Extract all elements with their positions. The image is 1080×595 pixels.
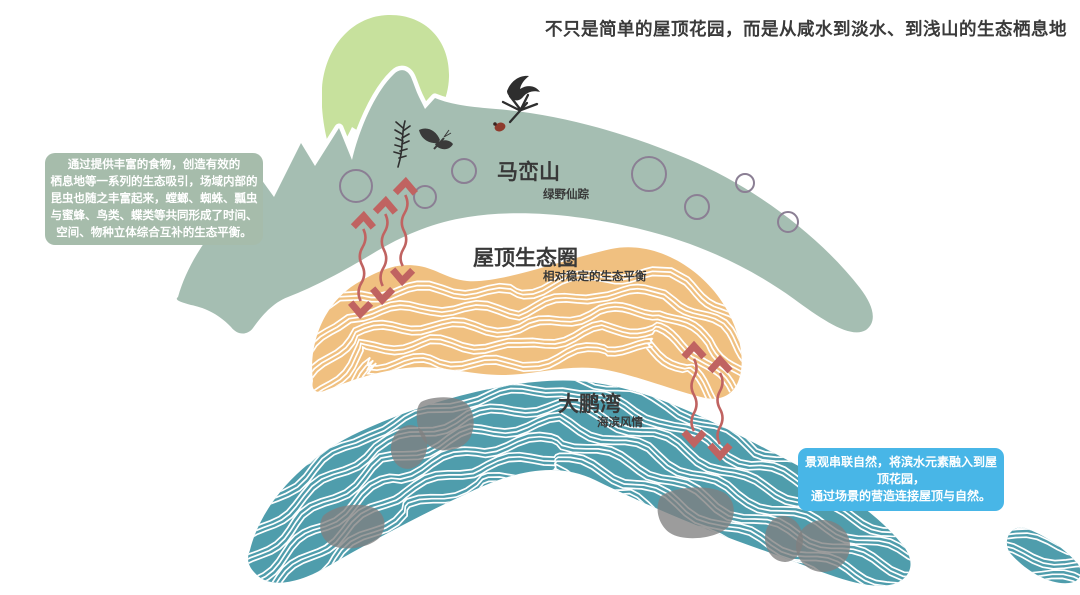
wave-line: [312, 305, 742, 385]
bubble: [339, 169, 373, 203]
exchange-arrows: [348, 176, 733, 462]
fauna-icons: [393, 75, 540, 168]
wave-line: [267, 455, 1078, 586]
arrow-rooftop-bay: [707, 354, 733, 462]
wave-line: [335, 345, 714, 399]
rock: [320, 504, 385, 549]
wave-line: [312, 292, 742, 380]
bubble: [684, 194, 710, 220]
plant-branch-icon: [393, 120, 411, 168]
rock: [657, 487, 734, 539]
wave-line: [312, 301, 742, 382]
wave-line: [270, 460, 1077, 586]
label-maluan-mountain: 马峦山: [497, 161, 560, 184]
rock: [390, 425, 428, 469]
wave-line: [273, 467, 1076, 586]
wave-line: [312, 287, 742, 377]
bird-icon: [507, 75, 540, 101]
rocks: [320, 397, 850, 572]
arrow-rooftop-bay: [681, 340, 707, 449]
wave-line: [312, 266, 742, 359]
tagline-maluan-mountain: 绿野仙踪: [543, 189, 589, 201]
dragonfly-icon: [501, 93, 539, 124]
tagline-rooftop-ecocircle: 相对稳定的生态平衡: [543, 271, 647, 283]
wave-line: [317, 328, 731, 399]
butterfly-icon: [419, 128, 453, 150]
page-title: 不只是简单的屋顶花园，而是从咸水到淡水、到浅山的生态栖息地: [545, 19, 1067, 39]
wave-line: [312, 310, 742, 388]
rock: [764, 516, 804, 562]
wave-line: [312, 270, 742, 362]
rock: [416, 397, 474, 451]
arrow-mountain-rooftop: [389, 176, 418, 287]
arrow-mountain-rooftop: [348, 210, 376, 320]
rock: [796, 520, 850, 572]
mountain-bubbles: [339, 156, 799, 233]
ladybug-icon: [493, 122, 506, 132]
wave-line: [312, 274, 742, 365]
habitat-note: 通过提供丰富的食物，创造有效的 栖息地等一系列的生态吸引，场域内部的 昆虫也随之…: [45, 153, 263, 245]
bubble: [631, 156, 667, 192]
waterfront-note: 景观串联自然，将滨水元素融入到屋 顶花园， 通过场景的营造连接屋顶与自然。: [798, 448, 1004, 511]
label-dapeng-bay: 大鹏湾: [558, 393, 621, 416]
arrow-mountain-rooftop: [369, 195, 398, 306]
wave-line: [270, 463, 1076, 586]
bubble: [777, 211, 799, 233]
bubble: [735, 173, 755, 193]
label-rooftop-ecocircle: 屋顶生态圈: [473, 247, 578, 270]
bubble: [451, 158, 477, 184]
tagline-dapeng-bay: 海滨风情: [597, 417, 643, 429]
bubble: [413, 185, 437, 209]
